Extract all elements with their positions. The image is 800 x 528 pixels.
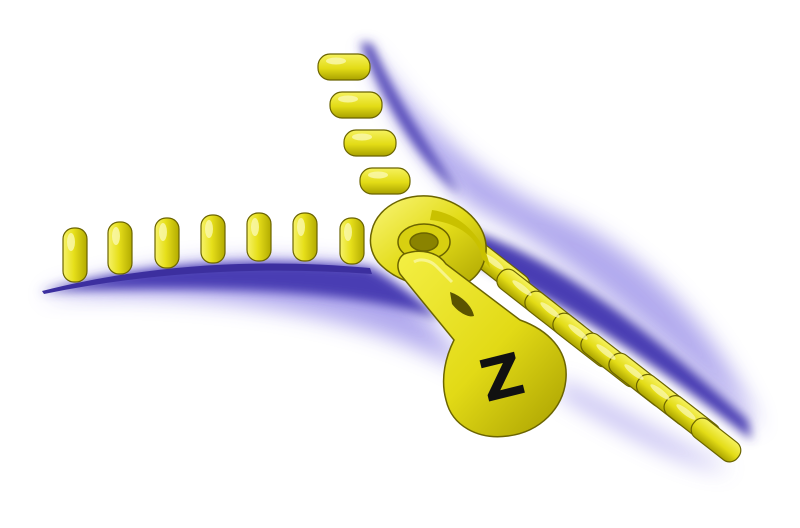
zipper-tooth (343, 129, 397, 157)
left-teeth-highlights (67, 218, 352, 251)
zipper-tooth (329, 91, 383, 119)
zipper-pull-tab: Z (397, 250, 567, 438)
upper-teeth-highlights (326, 57, 388, 179)
zipper-tooth (339, 217, 365, 265)
zipper-tooth (246, 212, 272, 262)
zipper-tooth (200, 214, 226, 264)
zipper-tooth (292, 212, 318, 262)
zipper-tooth (317, 53, 371, 81)
left-teeth-row (62, 212, 365, 283)
closed-teeth-highlights (484, 254, 696, 420)
zipper-tooth (359, 167, 411, 195)
zipper-tooth (154, 217, 180, 269)
zipper-tape (40, 42, 760, 470)
zipper-tooth (107, 221, 133, 275)
zipper-tooth (62, 227, 88, 283)
upper-teeth-row (317, 53, 411, 195)
